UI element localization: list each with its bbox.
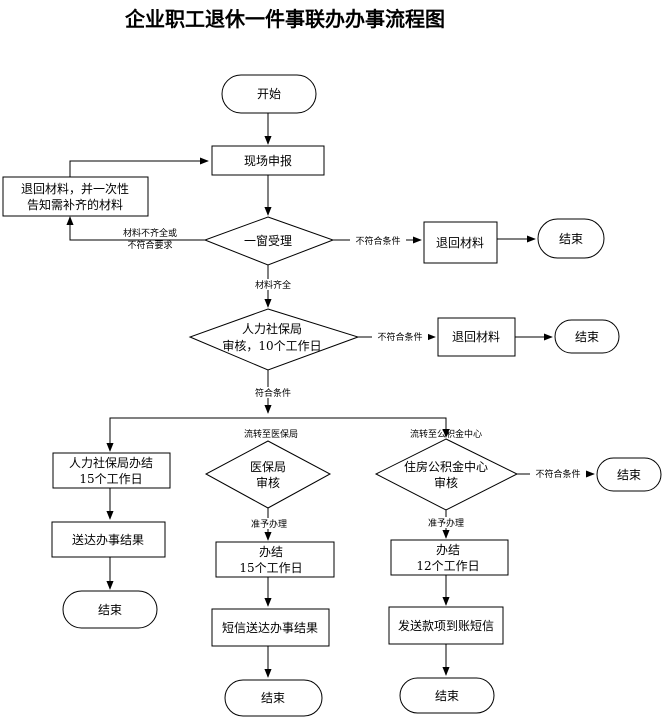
sms-result-box <box>211 608 330 647</box>
hrss-review-label-1: 人力社保局 <box>242 321 302 336</box>
edge-label-approve-fund: 准予办理 <box>428 517 464 529</box>
medical-review-diamond <box>204 440 332 509</box>
return-notify-box <box>2 176 149 217</box>
hrss-review-diamond <box>188 308 360 371</box>
end-6-terminal <box>399 677 495 714</box>
edge-accept-to-return-notify <box>66 216 205 241</box>
medical-review-label-2: 审核 <box>256 475 280 490</box>
fund-done-label-2: 12个工作日 <box>416 559 479 573</box>
edge-label-not-qualified-3: 不符合条件 <box>535 468 580 480</box>
sms-payment-box <box>388 606 504 645</box>
edge-label-not-qualified-2: 不符合条件 <box>377 331 422 343</box>
edge-label-qualified: 符合条件 <box>255 387 291 399</box>
start-label: 开始 <box>257 87 281 101</box>
return-2-box <box>437 317 516 357</box>
medical-done-label-1: 办结 <box>259 544 283 559</box>
edge-label-to-medical: 流转至医保局 <box>244 428 298 440</box>
end-5-label: 结束 <box>617 468 641 482</box>
deliver-result-label: 送达办事结果 <box>72 532 144 547</box>
edge-label-to-fund: 流转至公积金中心 <box>410 428 482 440</box>
end-6-label: 结束 <box>435 689 459 703</box>
medical-done-label-2: 15个工作日 <box>239 561 302 575</box>
edge-label-incomplete-2: 不符合要求 <box>127 239 172 251</box>
page-title: 企业职工退休一件事联办办事流程图 <box>124 7 445 31</box>
onsite-apply-label: 现场申报 <box>244 153 292 168</box>
hrss-handle-label-1: 人力社保局办结 <box>69 455 153 470</box>
onsite-apply-box <box>211 145 325 176</box>
edge-label-complete: 材料齐全 <box>255 279 291 291</box>
fund-review-diamond <box>374 438 519 511</box>
window-accept-diamond <box>203 216 335 266</box>
hrss-handle-box <box>52 452 171 489</box>
end-5-terminal <box>596 457 662 492</box>
return-2-label: 退回材料 <box>452 330 500 344</box>
end-1-terminal <box>537 218 605 259</box>
end-2-label: 结束 <box>575 330 599 344</box>
hrss-review-label-2: 审核，10个工作日 <box>222 338 321 353</box>
end-4-label: 结束 <box>261 691 285 705</box>
return-notify-label-2: 告知需补齐的材料 <box>27 197 123 212</box>
end-1-label: 结束 <box>559 232 583 246</box>
edge-label-not-qualified-1: 不符合条件 <box>355 235 400 247</box>
medical-review-label-1: 医保局 <box>250 460 286 474</box>
end-3-terminal <box>62 590 158 629</box>
fund-done-box <box>390 539 509 576</box>
end-3-label: 结束 <box>98 603 122 617</box>
return-1-box <box>423 221 498 264</box>
return-notify-label-1: 退回材料，并一次性 <box>21 182 129 196</box>
fund-review-label-1: 住房公积金中心 <box>404 459 488 474</box>
sms-result-label: 短信送达办事结果 <box>222 620 318 635</box>
return-1-label: 退回材料 <box>436 236 484 250</box>
fund-done-label-1: 办结 <box>436 542 460 557</box>
end-4-terminal <box>224 679 323 717</box>
fund-review-label-2: 审核 <box>434 475 458 490</box>
hrss-handle-label-2: 15个工作日 <box>79 472 142 486</box>
start-terminal <box>221 74 317 114</box>
end-2-terminal <box>554 319 620 354</box>
medical-done-box <box>215 541 335 578</box>
sms-payment-label: 发送款项到账短信 <box>398 618 494 633</box>
edge-label-approve-medical: 准予办理 <box>251 518 287 530</box>
deliver-result-box <box>51 521 166 558</box>
window-accept-label: 一窗受理 <box>244 234 292 248</box>
edge-label-incomplete-1: 材料不齐全或 <box>123 227 177 239</box>
edge-return-notify-to-apply <box>69 157 209 177</box>
